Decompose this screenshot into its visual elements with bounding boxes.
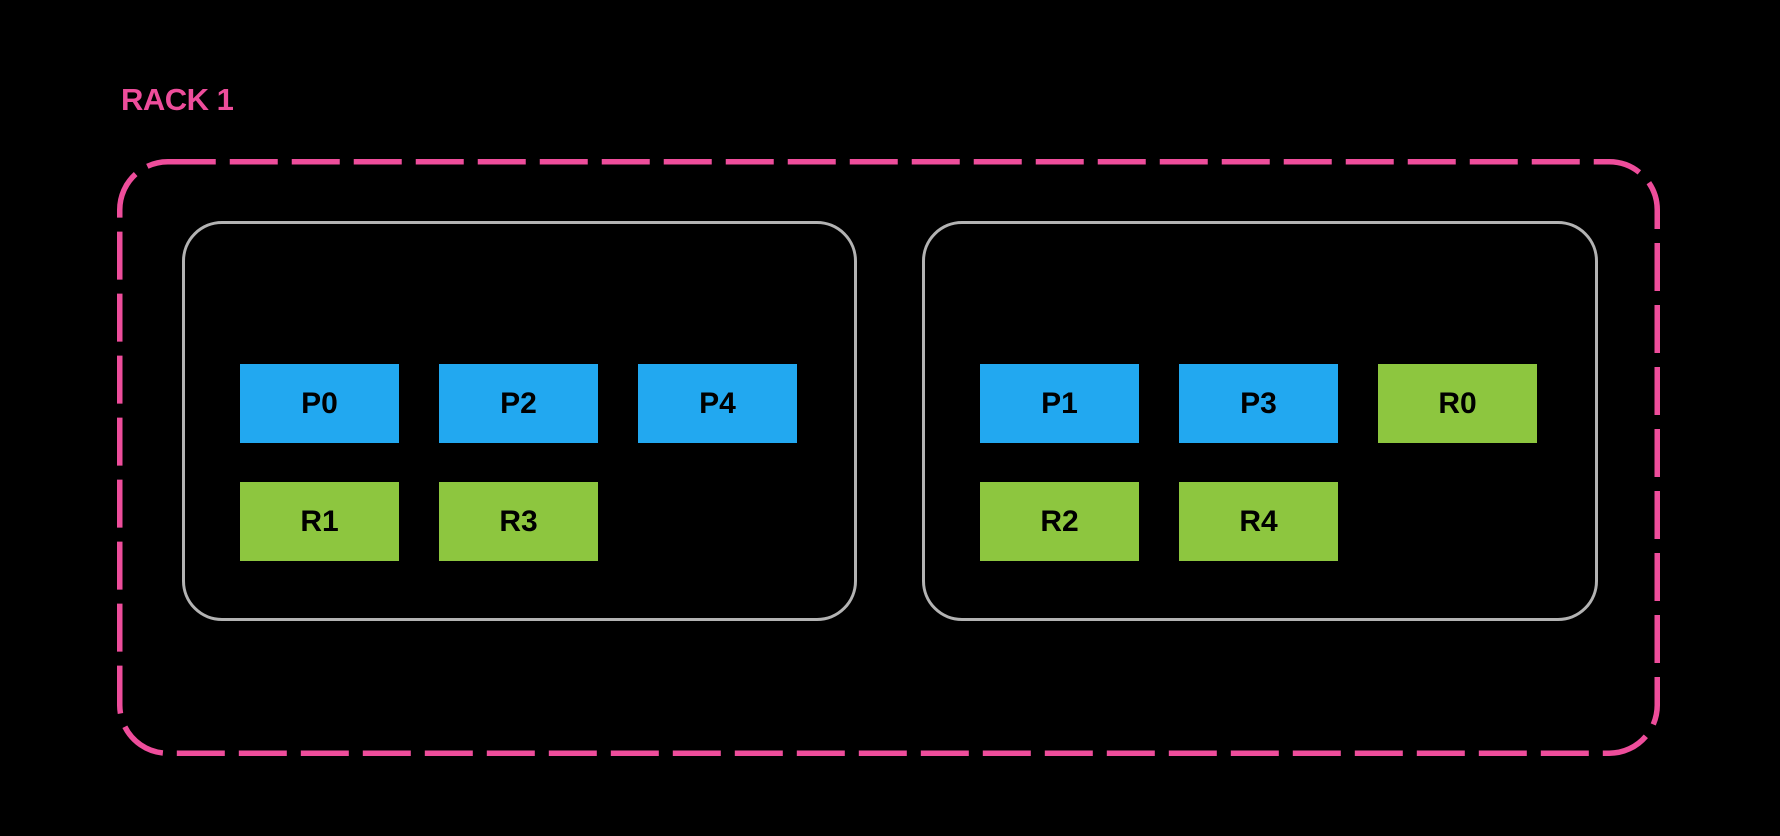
node-1-chips: P0 P2 P4 R1 R3 [240, 364, 797, 561]
replica-chip-r3: R3 [439, 482, 598, 561]
rack-label: RACK 1 [121, 82, 234, 117]
primary-chip-p2: P2 [439, 364, 598, 443]
node-2-chips: P1 P3 R0 R2 R4 [980, 364, 1537, 561]
node-1-row-2: R1 R3 [240, 482, 797, 561]
rack-dashed-border [117, 159, 1660, 756]
replica-chip-r1: R1 [240, 482, 399, 561]
node-2-row-1: P1 P3 R0 [980, 364, 1537, 443]
node-box-1: P0 P2 P4 R1 R3 [182, 221, 857, 621]
replica-chip-r2: R2 [980, 482, 1139, 561]
replica-chip-r4: R4 [1179, 482, 1338, 561]
primary-chip-p0: P0 [240, 364, 399, 443]
replica-chip-r0: R0 [1378, 364, 1537, 443]
primary-chip-p3: P3 [1179, 364, 1338, 443]
primary-chip-p4: P4 [638, 364, 797, 443]
node-2-row-2: R2 R4 [980, 482, 1537, 561]
primary-chip-p1: P1 [980, 364, 1139, 443]
node-box-2: P1 P3 R0 R2 R4 [922, 221, 1598, 621]
node-1-row-1: P0 P2 P4 [240, 364, 797, 443]
rack-dashed-border-rect [117, 159, 1660, 756]
